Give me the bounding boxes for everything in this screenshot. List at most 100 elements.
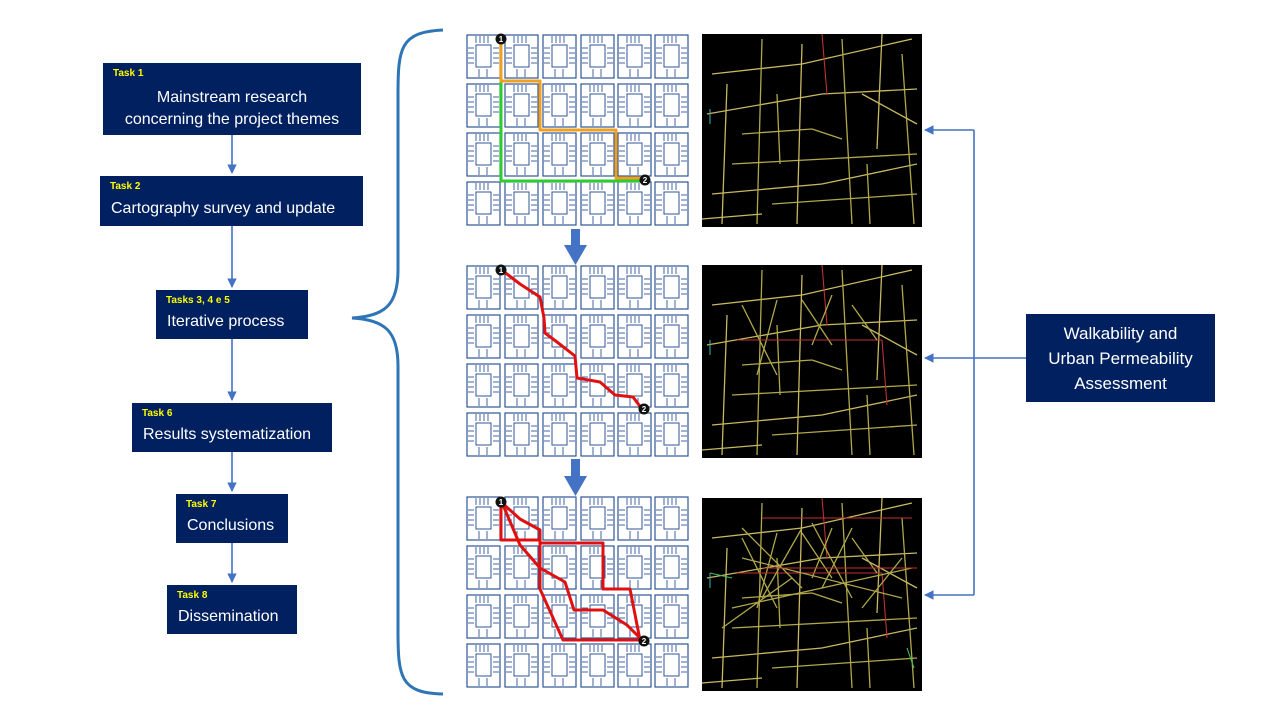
task-2-label: Task 2 (110, 181, 141, 192)
task-8-title: Dissemination (178, 608, 279, 625)
city-block (504, 412, 539, 457)
city-block (504, 643, 539, 688)
task-2-title: Cartography survey and update (111, 200, 336, 217)
city-block (542, 545, 577, 590)
city-block (542, 412, 577, 457)
curly-brace (351, 28, 444, 696)
city-block (580, 545, 615, 590)
street-network-map-1 (701, 33, 918, 225)
city-block (580, 496, 615, 541)
city-block (504, 594, 539, 639)
city-block (504, 545, 539, 590)
down-arrow-2 (564, 459, 587, 496)
city-block (617, 643, 652, 688)
task-8-box: Task 8 Dissemination (167, 585, 297, 634)
city-block (654, 181, 689, 226)
city-block (504, 83, 539, 128)
city-block (654, 412, 689, 457)
route-red-c (501, 504, 644, 642)
svg-text:2: 2 (642, 637, 647, 646)
city-block (617, 314, 652, 359)
city-block (617, 496, 652, 541)
city-block (466, 643, 501, 688)
city-block (504, 132, 539, 177)
city-block (466, 83, 501, 128)
city-block (617, 545, 652, 590)
routes-layer: 1 2 1 2 1 2 (495, 33, 651, 647)
city-block (654, 132, 689, 177)
assessment-line-3: Assessment (1074, 374, 1167, 393)
task-7-box: Task 7 Conclusions (176, 494, 288, 543)
task-7-label: Task 7 (186, 499, 217, 510)
street-network-map-3 (701, 497, 918, 689)
task-1-title-line-2: concerning the project themes (124, 111, 340, 128)
city-block (617, 265, 652, 310)
city-block (654, 363, 689, 408)
city-block (466, 34, 501, 79)
assessment-line-2: Urban Permeability (1048, 349, 1193, 368)
city-block (504, 181, 539, 226)
city-block (580, 34, 615, 79)
city-block (504, 265, 539, 310)
city-block (617, 412, 652, 457)
route-marker-end: 2 (639, 174, 651, 186)
city-block (617, 34, 652, 79)
city-block (617, 363, 652, 408)
assessment-connectors (924, 125, 1026, 600)
city-block (504, 34, 539, 79)
city-block (654, 265, 689, 310)
route-marker-end: 2 (638, 403, 650, 415)
city-block (466, 181, 501, 226)
city-block (580, 181, 615, 226)
city-block (542, 643, 577, 688)
task-345-label: Tasks 3, 4 e 5 (166, 295, 230, 306)
task-2-box: Task 2 Cartography survey and update (100, 176, 363, 226)
city-block (617, 181, 652, 226)
route-marker-start: 1 (495, 496, 507, 508)
svg-text:1: 1 (499, 266, 504, 275)
city-block (654, 643, 689, 688)
city-block (617, 132, 652, 177)
map-panel-1 (702, 34, 922, 227)
map-networks (701, 33, 918, 689)
assessment-line-1: Walkability and (1063, 324, 1178, 343)
city-block (466, 545, 501, 590)
city-block (542, 265, 577, 310)
route-orange (499, 40, 640, 180)
route-marker-start: 1 (495, 33, 507, 45)
city-block (542, 181, 577, 226)
route-red-diagonal (502, 269, 644, 410)
city-block (466, 496, 501, 541)
city-block (580, 314, 615, 359)
city-block (580, 643, 615, 688)
city-block (580, 132, 615, 177)
task-8-label: Task 8 (177, 590, 208, 601)
city-block (654, 594, 689, 639)
down-arrow-1 (564, 229, 587, 265)
city-block (654, 83, 689, 128)
map-panel-2 (702, 265, 922, 458)
city-block (466, 363, 501, 408)
street-grid-3 (466, 496, 689, 688)
city-block (542, 363, 577, 408)
city-block (466, 265, 501, 310)
svg-text:2: 2 (643, 176, 648, 185)
task-345-title: Iterative process (167, 313, 285, 330)
city-block (504, 363, 539, 408)
svg-text:2: 2 (642, 405, 647, 414)
task-6-box: Task 6 Results systematization (132, 403, 332, 452)
task-1-box: Task 1 Mainstream research concerning th… (103, 63, 361, 135)
city-block (466, 314, 501, 359)
city-block (654, 496, 689, 541)
task-7-title: Conclusions (187, 517, 275, 534)
task-6-label: Task 6 (142, 408, 173, 419)
route-red-b (499, 500, 642, 641)
city-block (580, 594, 615, 639)
city-block (542, 34, 577, 79)
svg-text:1: 1 (499, 35, 504, 44)
street-network-map-2 (701, 264, 918, 456)
city-block (466, 594, 501, 639)
route-red-a (499, 502, 642, 642)
city-block (466, 132, 501, 177)
